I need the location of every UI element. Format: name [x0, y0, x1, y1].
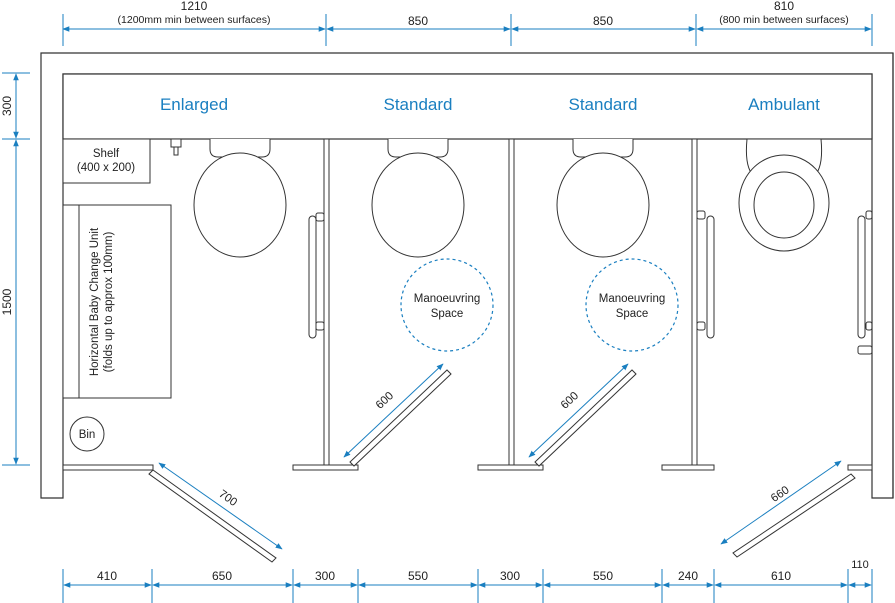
grab-rail-standard-1 — [308, 212, 325, 339]
door-swing-600-2: 600 — [559, 390, 581, 412]
bin: Bin — [69, 416, 105, 452]
wc-pan-enlarged — [193, 139, 287, 258]
shelf-size: (400 x 200) — [77, 162, 135, 174]
manoeuvring-space-2: Manoeuvring Space — [585, 258, 679, 352]
side-dimension-1500: 1500 — [0, 139, 30, 466]
bottom-dim-8: 610 — [771, 569, 791, 583]
top-dimension-3: 850 — [510, 14, 696, 46]
door-enlarged: 700 — [148, 462, 283, 563]
wc-pan-standard-1 — [371, 139, 465, 258]
bottom-dimensions: 410 650 300 550 300 550 240 610 110 — [62, 559, 873, 603]
bottom-dim-4: 550 — [408, 569, 428, 583]
tap-icon — [170, 138, 182, 156]
baby-change-unit: Horizontal Baby Change Unit (folds up to… — [62, 204, 172, 399]
top-dim-1-value: 1210 — [181, 0, 208, 13]
wc-pan-ambulant — [738, 138, 830, 252]
bottom-dim-5: 300 — [500, 569, 520, 583]
door-ambulant: 660 — [720, 460, 856, 558]
manoeuvring-2-line-1: Manoeuvring — [599, 293, 665, 305]
bottom-dim-3: 300 — [315, 569, 335, 583]
door-swing-600-1: 600 — [374, 390, 396, 412]
cubicle-label-enlarged: Enlarged — [160, 95, 228, 114]
duct-panel — [62, 73, 873, 140]
bottom-dim-6: 550 — [593, 569, 613, 583]
shelf: Shelf (400 x 200) — [62, 138, 151, 184]
top-dimension-2: 850 — [325, 14, 511, 46]
door-swing-660: 660 — [769, 484, 792, 505]
shelf-title: Shelf — [93, 148, 120, 160]
cubicle-label-standard-2: Standard — [569, 95, 638, 114]
side-dim-1500: 1500 — [0, 288, 14, 315]
side-dimension-300: 300 — [0, 72, 30, 140]
bin-label: Bin — [79, 429, 96, 441]
grab-rail-ambulant-right — [857, 210, 873, 355]
top-dim-4-value: 810 — [774, 0, 794, 13]
door-standard-1: 600 — [343, 363, 452, 467]
bottom-dim-9: 110 — [851, 559, 869, 571]
top-dimension-1: 1210 (1200mm min between surfaces) — [62, 0, 326, 46]
manoeuvring-space-1: Manoeuvring Space — [400, 258, 494, 352]
baby-change-line-1: Horizontal Baby Change Unit — [89, 227, 101, 376]
cubicle-label-standard-1: Standard — [384, 95, 453, 114]
baby-change-line-2: (folds up to approx 100mm) — [103, 232, 115, 373]
bottom-dim-2: 650 — [212, 569, 232, 583]
bottom-dim-1: 410 — [97, 569, 117, 583]
top-dim-3-value: 850 — [593, 14, 613, 28]
top-dim-1-note: (1200mm min between surfaces) — [118, 14, 271, 26]
top-dimension-4: 810 (800 min between surfaces) — [695, 0, 873, 46]
side-dim-300: 300 — [0, 96, 14, 116]
top-dim-2-value: 850 — [408, 14, 428, 28]
door-standard-2: 600 — [528, 363, 637, 467]
partitions — [62, 138, 873, 471]
cubicle-label-ambulant: Ambulant — [748, 95, 820, 114]
manoeuvring-2-line-2: Space — [616, 308, 649, 320]
wc-pan-standard-2 — [556, 139, 650, 258]
top-dim-4-note: (800 min between surfaces) — [719, 14, 849, 26]
manoeuvring-1-line-2: Space — [431, 308, 464, 320]
manoeuvring-1-line-1: Manoeuvring — [414, 293, 480, 305]
bottom-dim-7: 240 — [678, 569, 698, 583]
grab-rail-ambulant-left — [696, 210, 715, 339]
